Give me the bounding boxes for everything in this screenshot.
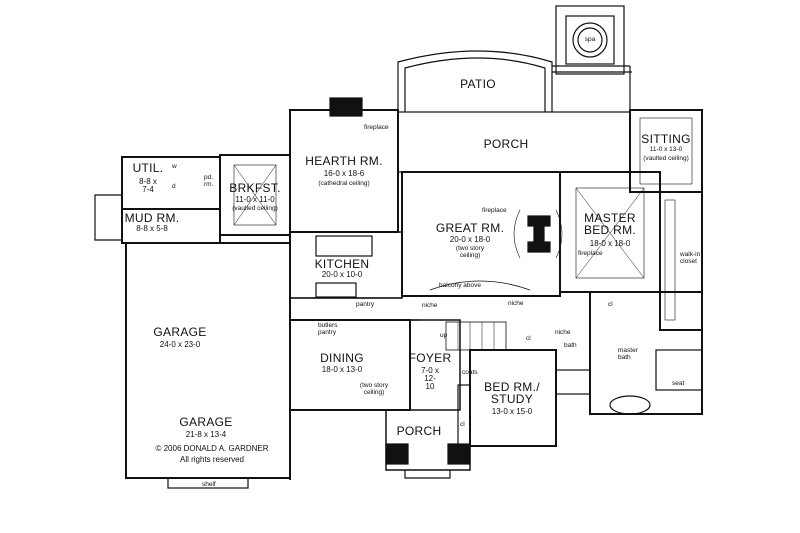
room-name-garage1: GARAGE bbox=[153, 325, 207, 339]
note-niche-great: niche bbox=[508, 300, 524, 307]
room-name-porch-front: PORCH bbox=[396, 424, 442, 438]
room-name-sitting: SITTING bbox=[641, 132, 691, 146]
room-name-dining: DINING bbox=[320, 351, 364, 365]
room-name-great: GREAT RM. bbox=[435, 221, 505, 235]
room-dim-dining: 18-0 x 13-0 bbox=[321, 365, 363, 374]
note-up: up bbox=[440, 332, 448, 339]
room-name-foyer: FOYER bbox=[408, 351, 452, 365]
stair bbox=[445, 321, 507, 351]
room-name-porch-rear: PORCH bbox=[483, 137, 529, 151]
note-master-bath: master bath bbox=[618, 347, 638, 361]
note-seat: seat bbox=[672, 380, 685, 387]
room-dim-sitting: 11-0 x 13-0 bbox=[649, 146, 683, 153]
room-dim-bed: 13-0 x 15-0 bbox=[491, 407, 533, 416]
spa-deck bbox=[555, 5, 625, 75]
room-name-master: MASTER BED RM. bbox=[583, 211, 637, 237]
room-dim-mud: 8-8 x 5-8 bbox=[136, 224, 168, 233]
note-washer: w bbox=[172, 163, 177, 170]
note-niche-foyer: niche bbox=[422, 302, 438, 309]
room-name-garage2: GARAGE bbox=[179, 415, 233, 429]
front-porch-outline bbox=[385, 410, 471, 471]
note-cl-hall: cl bbox=[526, 335, 531, 342]
room-name-bed: BED RM./ STUDY bbox=[484, 380, 540, 406]
note-spa: spa bbox=[584, 36, 596, 43]
room-name-brkfst: BRKFST. bbox=[229, 181, 281, 195]
note-niche-bath: niche bbox=[555, 329, 571, 336]
note-cl-bed: cl bbox=[460, 421, 465, 428]
note-cl-master: cl bbox=[608, 301, 613, 308]
copyright-line1: © 2006 DONALD A. GARDNER bbox=[155, 444, 269, 453]
note-dryer: d bbox=[172, 183, 176, 190]
note-fireplace-great: fireplace bbox=[482, 207, 507, 214]
room-name-patio: PATIO bbox=[460, 77, 496, 91]
room-dim-garage1: 24-0 x 23-0 bbox=[159, 340, 201, 349]
room-dim-foyer: 7-0 x 12-10 bbox=[421, 366, 439, 391]
room-note-hearth: (cathedral ceiling) bbox=[318, 180, 370, 187]
note-pantry: pantry bbox=[356, 301, 375, 308]
room-dim-hearth: 16-0 x 18-6 bbox=[323, 169, 365, 178]
note-fireplace-master: fireplace bbox=[578, 250, 603, 257]
room-name-mud: MUD RM. bbox=[124, 211, 180, 225]
room-note-brkfst: (vaulted ceiling) bbox=[232, 205, 278, 212]
room-dim-great: 20-0 x 18-0 bbox=[449, 235, 491, 244]
note-coats: coats bbox=[462, 369, 478, 376]
note-balcony: balcony above bbox=[439, 282, 481, 289]
room-dim-util: 8-8 x 7-4 bbox=[139, 177, 157, 194]
note-bath: bath bbox=[564, 342, 577, 349]
room-dim-master: 18-0 x 18-0 bbox=[589, 239, 631, 248]
note-shelf: shelf bbox=[202, 481, 216, 488]
note-walkin-closet: walk-in closet bbox=[680, 251, 701, 265]
room-dim-brkfst: 11-0 x 11-0 bbox=[235, 195, 275, 204]
room-note-great: (two story ceiling) bbox=[455, 245, 485, 259]
room-dim-garage2: 21-8 x 13-4 bbox=[185, 430, 227, 439]
bathtub bbox=[609, 395, 651, 415]
patio-outline bbox=[397, 50, 553, 112]
note-butlers-pantry: butlers pantry bbox=[318, 322, 338, 336]
room-name-hearth: HEARTH RM. bbox=[305, 154, 383, 168]
walkin-closet-outline bbox=[659, 191, 703, 331]
room-note-foyer: (two story ceiling) bbox=[359, 382, 389, 396]
note-powder-room: pd. rm. bbox=[204, 174, 214, 188]
copyright-line2: All rights reserved bbox=[179, 455, 245, 464]
spa-tub bbox=[572, 22, 608, 58]
room-note-sitting: (vaulted ceiling) bbox=[643, 155, 689, 162]
master-bath-outline bbox=[589, 291, 703, 415]
note-fireplace-hearth: fireplace bbox=[364, 124, 389, 131]
hearth-fireplace bbox=[329, 97, 363, 117]
room-name-kitchen: KITCHEN bbox=[314, 257, 370, 271]
garage-outline bbox=[125, 242, 291, 479]
room-name-util: UTIL. bbox=[132, 161, 164, 175]
foyer-outline bbox=[409, 319, 461, 411]
room-dim-kitchen: 20-0 x 10-0 bbox=[321, 270, 363, 279]
